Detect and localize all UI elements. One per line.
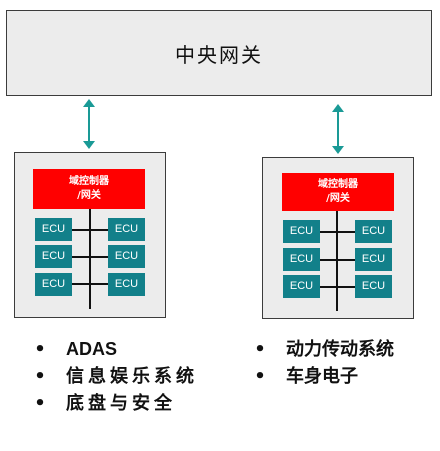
left-function-list: • ADAS • 信息娱乐系统 • 底盘与安全	[30, 336, 200, 417]
bus-branch	[72, 283, 108, 285]
bus-branch	[319, 259, 355, 261]
central-gateway-box: 中央网关	[6, 10, 432, 96]
bullet: •	[254, 366, 266, 387]
bus-branch	[72, 229, 108, 231]
domain-controller-subtitle: /网关	[326, 193, 350, 204]
domain-box-left: 域控制器 /网关 ECU ECU ECU ECU ECU ECU	[14, 152, 166, 318]
domain-controller-right: 域控制器 /网关	[282, 173, 394, 211]
right-function-list: • 动力传动系统 • 车身电子	[250, 336, 440, 390]
ecu-block: ECU	[108, 245, 145, 268]
list-item-label: 底盘与安全	[66, 393, 176, 414]
list-item-label: ADAS	[66, 339, 118, 359]
domain-controller-subtitle: /网关	[77, 190, 101, 201]
bus-branch	[319, 231, 355, 233]
list-item-label: 动力传动系统	[286, 339, 394, 360]
ecu-block: ECU	[35, 245, 72, 268]
ecu-block: ECU	[108, 273, 145, 296]
domain-bus-line	[89, 209, 91, 309]
domain-controller-left: 域控制器 /网关	[33, 169, 145, 209]
bullet: •	[34, 366, 46, 387]
bullet: •	[34, 393, 46, 414]
ecu-block: ECU	[355, 248, 392, 271]
domain-controller-title: 域控制器	[69, 176, 109, 187]
bullet: •	[254, 339, 266, 360]
left-bidirectional-arrow	[83, 99, 95, 149]
ecu-block: ECU	[108, 218, 145, 241]
list-item: • 底盘与安全	[30, 390, 200, 417]
ecu-block: ECU	[283, 248, 320, 271]
right-bidirectional-arrow	[332, 104, 344, 154]
domain-bus-line	[336, 211, 338, 311]
ecu-block: ECU	[35, 273, 72, 296]
list-item: • 信息娱乐系统	[30, 363, 200, 390]
central-gateway-label: 中央网关	[175, 42, 263, 67]
domain-controller-title: 域控制器	[318, 179, 358, 190]
list-item-label: 车身电子	[286, 366, 358, 387]
list-item: • ADAS	[30, 336, 200, 363]
ecu-block: ECU	[283, 220, 320, 243]
ecu-block: ECU	[355, 220, 392, 243]
ecu-block: ECU	[35, 218, 72, 241]
ecu-block: ECU	[283, 275, 320, 298]
list-item: • 车身电子	[250, 363, 440, 390]
ecu-block: ECU	[355, 275, 392, 298]
list-item: • 动力传动系统	[250, 336, 440, 363]
domain-box-right: 域控制器 /网关 ECU ECU ECU ECU ECU ECU	[262, 157, 414, 319]
bullet: •	[34, 339, 46, 360]
bus-branch	[319, 286, 355, 288]
list-item-label: 信息娱乐系统	[66, 366, 198, 387]
bus-branch	[72, 256, 108, 258]
